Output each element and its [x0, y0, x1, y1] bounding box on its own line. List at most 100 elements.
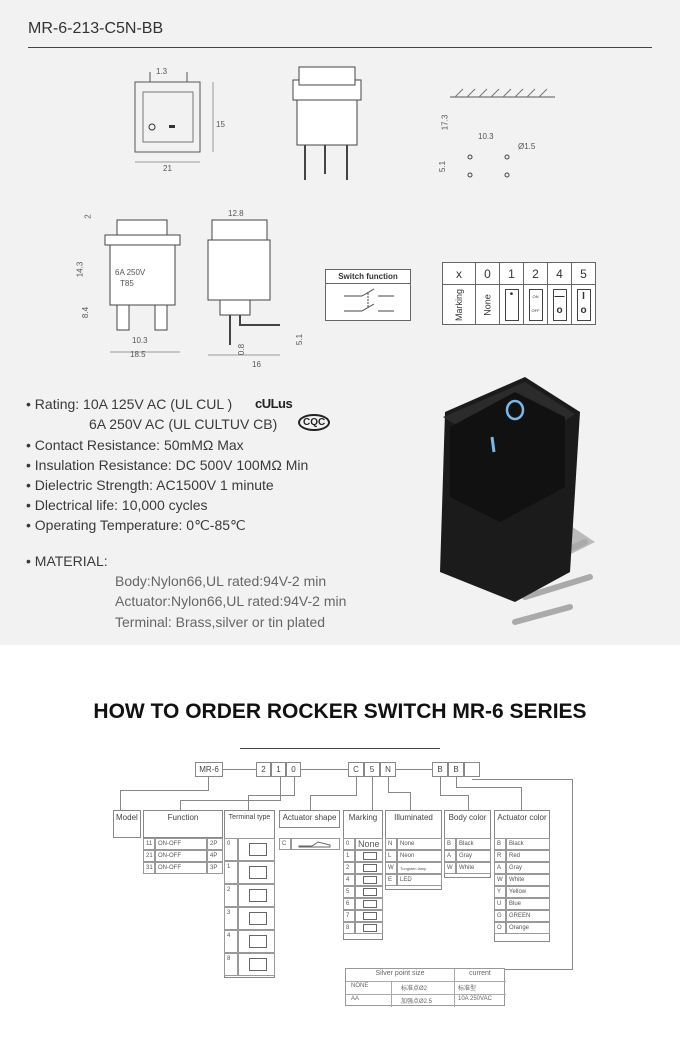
pcb-layout-drawing: [450, 88, 555, 178]
body-color-code: A: [444, 850, 456, 862]
dim-label: 5.1: [438, 160, 448, 173]
order-heading: HOW TO ORDER ROCKER SWITCH MR-6 SERIES: [93, 700, 587, 723]
marking-header: 4: [547, 262, 573, 285]
dim-label: 15: [216, 120, 225, 129]
code-digit: 5: [364, 762, 380, 777]
marking-code: 5: [343, 886, 355, 898]
marking-code: 0: [343, 838, 355, 850]
actuator-color-name: Red: [506, 850, 550, 862]
terminal-code: 8: [224, 953, 238, 976]
actuator-color-name: GREEN: [506, 910, 550, 922]
terminal-code: 4: [224, 930, 238, 953]
actuator-color-name: Black: [506, 838, 550, 850]
body-marking: T85: [120, 279, 134, 288]
spec-material: • MATERIAL:: [26, 553, 108, 569]
off-label: OFF: [531, 307, 540, 313]
function-code: 31: [143, 862, 155, 874]
function-name: ON-OFF: [155, 838, 207, 850]
actuator-color-code: A: [494, 862, 506, 874]
spec-dielectric: • Dielectric Strength: AC1500V 1 minute: [26, 477, 274, 493]
product-photo: [440, 377, 595, 625]
body-color-name: Gray: [456, 850, 491, 862]
code-digit: C: [348, 762, 364, 777]
header-actuator-shape: Actuator shape: [279, 810, 340, 828]
illuminated-code: W: [385, 862, 397, 874]
silver-cell: 加强点Ø2.5: [401, 999, 433, 1005]
marking-code: 7: [343, 910, 355, 922]
marking-header: 5: [571, 262, 597, 285]
current-header: current: [469, 970, 491, 977]
header-model: Model: [113, 810, 141, 838]
marking-code: 6: [343, 898, 355, 910]
actuator-color-code: W: [494, 874, 506, 886]
dim-label: 18.5: [130, 350, 146, 359]
code-digit: [464, 762, 480, 777]
terminal-diagram-icon: [238, 861, 275, 884]
actuator-color-name: Yellow: [506, 886, 550, 898]
terminal-diagram-icon: [238, 907, 275, 930]
marking-symbol-icon: [355, 922, 383, 934]
marking-code: 4: [343, 874, 355, 886]
terminal-diagram-icon: [238, 953, 275, 976]
body-color-code: W: [444, 862, 456, 874]
terminal-code: 3: [224, 907, 238, 930]
terminal-code: 2: [224, 884, 238, 907]
silver-cell: 标准型: [458, 986, 477, 992]
marking-header: 1: [499, 262, 525, 285]
spec-rating: • Rating: 10A 125V AC (UL CUL ): [26, 396, 233, 412]
switch-function-label: Switch function: [326, 270, 410, 284]
page-title: MR-6-213-C5N-BB: [28, 20, 164, 37]
dim-label: 16: [252, 360, 261, 369]
marking-none: None: [482, 293, 493, 316]
dash-circle-marking-icon: —o: [552, 288, 567, 321]
actuator-color-name: Blue: [506, 898, 550, 910]
body-color-name: Black: [456, 838, 491, 850]
actuator-color-code: Y: [494, 886, 506, 898]
code-digit: 0: [286, 762, 301, 777]
marking-header: 2: [523, 262, 549, 285]
dim-label: 10.3: [132, 336, 148, 345]
code-digit: N: [380, 762, 396, 777]
marking-header: x: [441, 262, 477, 285]
illuminated-code: N: [385, 838, 397, 850]
perspective-drawing: [292, 66, 362, 180]
marking-code: 2: [343, 862, 355, 874]
dim-label: 5.1: [295, 333, 305, 346]
on-label: ON: [532, 293, 539, 299]
marking-symbol-icon: [355, 898, 383, 910]
code-digit: B: [432, 762, 448, 777]
terminal-code: 1: [224, 861, 238, 884]
illuminated-name: None: [397, 838, 442, 850]
actuator-color-name: Gray: [506, 862, 550, 874]
actuator-shape-icon: [291, 838, 340, 850]
body-marking: 6A 250V: [115, 268, 146, 277]
material-actuator: Actuator:Nylon66,UL rated:94V-2 min: [115, 593, 347, 609]
marking-symbol-icon: [355, 874, 383, 886]
material-body: Body:Nylon66,UL rated:94V-2 min: [115, 573, 327, 589]
dim-label: 21: [163, 164, 172, 173]
function-poles: 2P: [207, 838, 223, 850]
illuminated-name: Tungsten lamp: [397, 862, 442, 874]
body-color-code: B: [444, 838, 456, 850]
silver-cell: 10A 250VAC: [458, 996, 492, 1002]
silver-header: Silver point size: [375, 970, 425, 977]
marking-symbol-icon: [355, 886, 383, 898]
illuminated-name: Neon: [397, 850, 442, 862]
front-view-drawing: [134, 72, 214, 163]
marking-symbol-icon: [355, 910, 383, 922]
header-function: Function: [143, 810, 223, 838]
cqc-cert-logo: CQC: [298, 414, 331, 431]
code-digit: 2: [256, 762, 271, 777]
marking-code: 8: [343, 922, 355, 934]
dim-label: 10.3: [478, 132, 494, 141]
title-divider: [28, 47, 652, 48]
silver-cell: 标准点Ø2: [401, 986, 428, 992]
body-color-name: White: [456, 862, 491, 874]
side-view-drawing: [104, 219, 181, 353]
actuator-shape-code: C: [279, 838, 291, 850]
silver-cell: NONE: [351, 983, 369, 989]
dim-label: 2: [83, 214, 93, 219]
terminal-diagram-icon: [238, 884, 275, 907]
actuator-color-name: White: [506, 874, 550, 886]
